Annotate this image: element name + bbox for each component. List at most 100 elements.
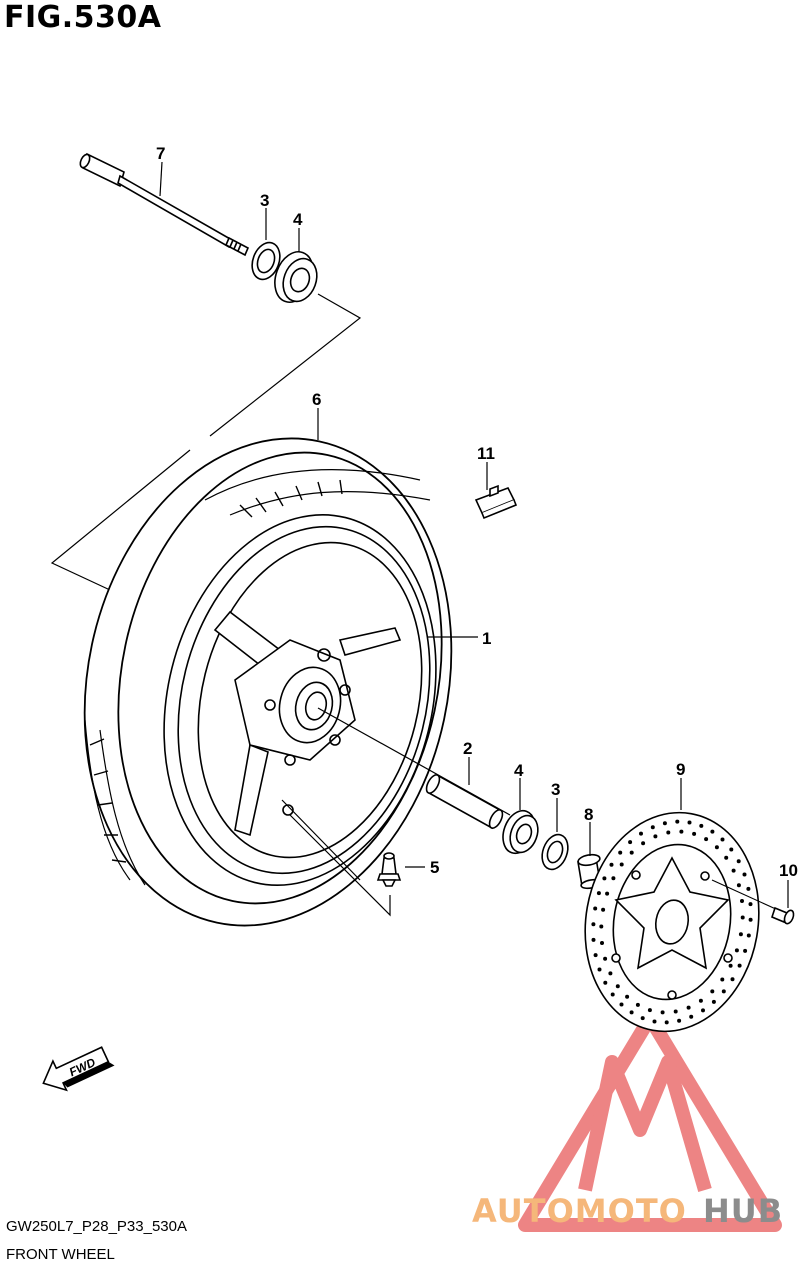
disc-hole	[640, 1016, 645, 1021]
disc-hole	[743, 948, 748, 953]
watermark-wordmark: AUTOMOTO HUB	[472, 1192, 783, 1230]
disc-hole	[666, 830, 671, 835]
disc-hole	[609, 862, 614, 867]
disc-hole	[704, 837, 709, 842]
disc-hole	[603, 980, 608, 985]
disc-hole	[698, 998, 703, 1003]
disc-hole	[599, 924, 604, 929]
disc-hole	[608, 971, 613, 976]
valve-leader-lines	[281, 799, 391, 917]
assembly-bracket-lines	[50, 293, 362, 591]
figure-code: GW250L7_P28_P33_530A	[6, 1218, 187, 1235]
disc-hole	[679, 829, 684, 834]
disc-hole	[728, 963, 733, 968]
disc-hole	[602, 876, 607, 881]
disc-hole	[734, 948, 739, 953]
lower-oil-seal	[541, 833, 569, 871]
callout-3-upper: 3	[260, 191, 270, 210]
disc-hole	[597, 967, 602, 972]
watermark-logo	[518, 1011, 782, 1232]
figure-subtitle: FRONT WHEEL	[6, 1246, 115, 1263]
callout-5: 5	[430, 858, 440, 877]
disc-hole	[737, 963, 742, 968]
upper-oil-seal	[251, 241, 281, 281]
disc-hole	[610, 992, 615, 997]
callout-leaders	[159, 161, 789, 908]
disc-hole	[600, 941, 604, 945]
disc-hole	[731, 868, 736, 873]
disc-hole	[748, 902, 753, 907]
wheel-spacer	[425, 773, 504, 830]
disc-hole	[710, 829, 715, 834]
disc-hole	[738, 932, 743, 937]
disc-hole	[720, 837, 725, 842]
disc-hole	[603, 956, 608, 961]
disc-hole	[748, 917, 753, 922]
brake-disc-holes	[591, 819, 753, 1025]
fwd-arrow: FWD	[42, 1046, 115, 1092]
front-wheel	[163, 514, 437, 886]
disc-hole	[710, 989, 715, 994]
disc-hole	[746, 886, 751, 891]
lower-bearing	[502, 809, 539, 855]
watermark-text-part2: HUB	[703, 1192, 783, 1230]
disc-hole	[652, 1019, 657, 1024]
disc-hole	[625, 994, 630, 999]
disc-hole	[677, 1018, 682, 1023]
callout-8: 8	[584, 805, 594, 824]
disc-bolt	[711, 879, 795, 925]
disc-hole	[593, 953, 598, 958]
disc-hole	[689, 1014, 694, 1019]
disc-hole	[724, 855, 729, 860]
disc-hole	[647, 1008, 652, 1013]
callout-11: 11	[477, 444, 495, 463]
callout-2: 2	[463, 739, 473, 758]
disc-hole	[660, 1010, 665, 1015]
callout-7-label: 7	[156, 144, 166, 163]
disc-hole	[601, 907, 606, 912]
callout-1: 1	[482, 629, 492, 648]
disc-hole	[692, 831, 697, 836]
disc-hole	[729, 847, 734, 852]
disc-hole	[687, 820, 692, 825]
disc-hole	[740, 915, 745, 920]
disc-hole	[740, 899, 744, 903]
tire-valve	[376, 852, 402, 887]
disc-hole	[611, 876, 616, 881]
brake-disc	[584, 811, 760, 1033]
disc-hole	[618, 850, 623, 855]
disc-hole	[714, 845, 719, 850]
disc-hole	[653, 834, 658, 839]
disc-hole	[596, 891, 601, 896]
upper-bearing	[274, 251, 318, 303]
callout-10: 10	[779, 861, 798, 880]
callout-6: 6	[312, 390, 322, 409]
disc-hole	[675, 819, 680, 824]
disc-hole	[742, 872, 747, 877]
disc-hole	[701, 1008, 705, 1013]
disc-hole	[591, 922, 596, 927]
disc-hole	[619, 1002, 624, 1007]
disc-hole	[629, 850, 634, 855]
balance-weight	[474, 484, 518, 520]
disc-hole	[736, 859, 741, 864]
disc-hole	[736, 883, 741, 888]
disc-hole	[730, 977, 735, 982]
disc-hole	[619, 862, 624, 867]
callout-4-lower: 4	[514, 761, 524, 780]
disc-hole	[686, 1005, 691, 1010]
disc-hole	[673, 1009, 678, 1014]
disc-hole	[593, 906, 598, 911]
disc-hole	[628, 840, 633, 845]
callout-4-upper: 4	[293, 210, 303, 229]
disc-hole	[746, 933, 751, 938]
disc-hole	[639, 831, 643, 836]
disc-hole	[591, 937, 596, 942]
disc-hole	[615, 984, 620, 989]
watermark-text-part1: AUTOMOTO	[472, 1192, 687, 1230]
disc-hole	[635, 1002, 640, 1007]
figure-title: FIG.530A	[4, 0, 162, 35]
callout-3-lower: 3	[551, 780, 561, 799]
disc-hole	[720, 977, 725, 982]
